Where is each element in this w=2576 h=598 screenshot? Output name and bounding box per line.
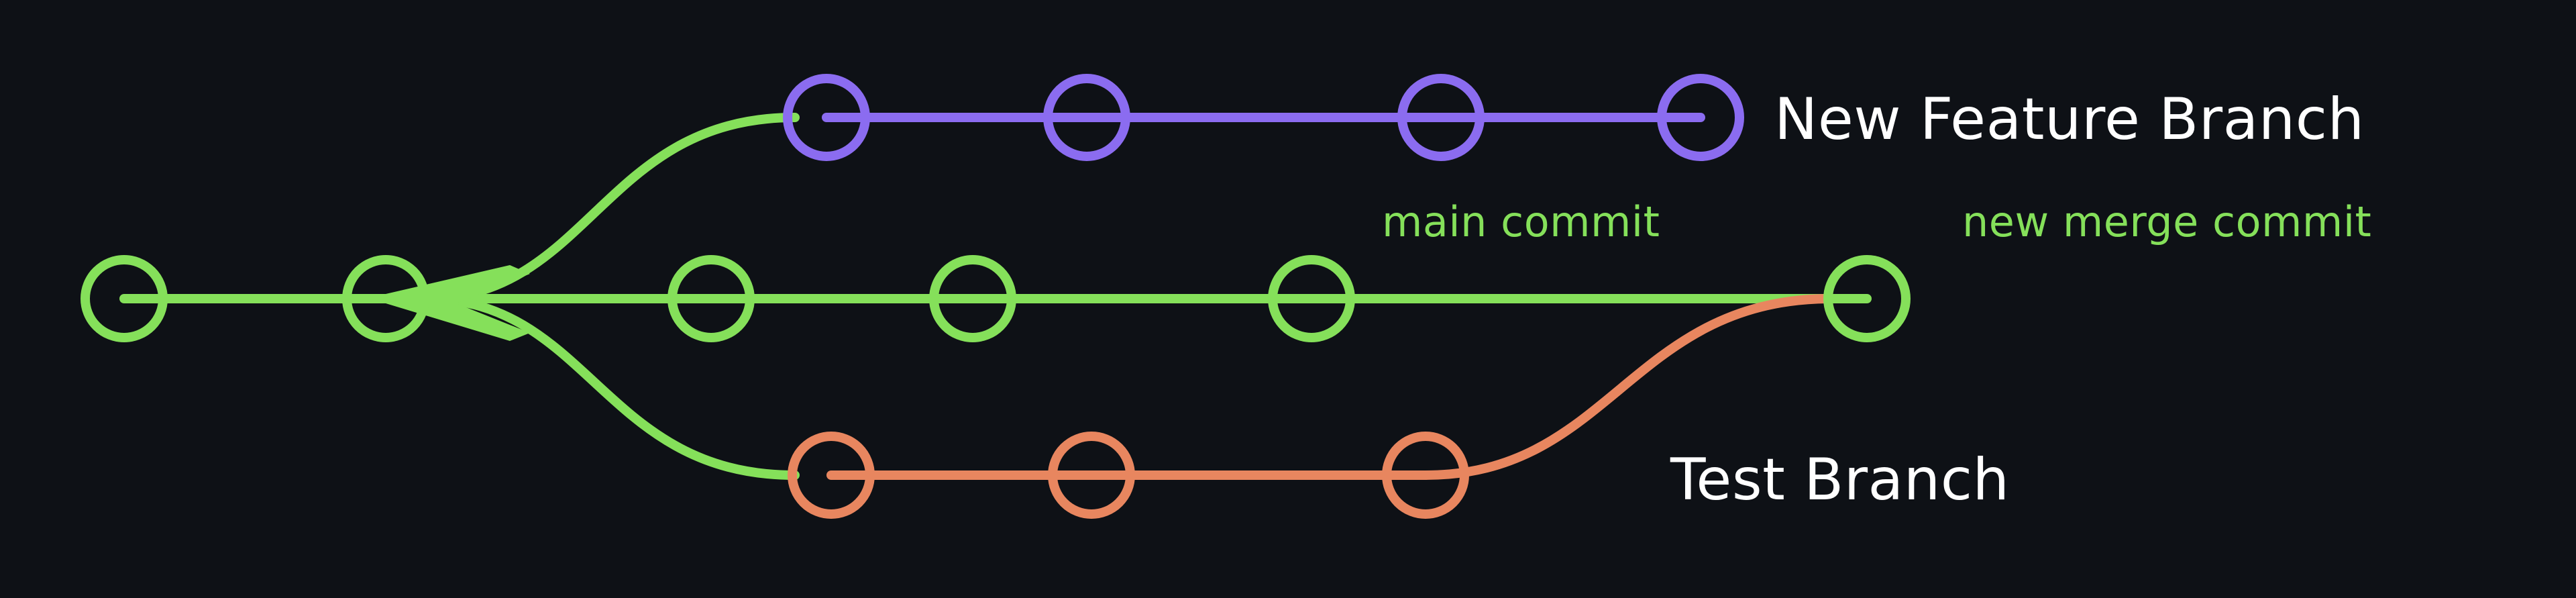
fork-converge-wedge: [386, 265, 530, 341]
label-new-merge-commit: new merge commit: [1962, 197, 2372, 246]
edge-merge-test-into-main: [1421, 294, 1833, 480]
commit-node-main-1[interactable]: [80, 255, 168, 342]
label-main-commit: main commit: [1382, 197, 1660, 246]
commit-node-test-3[interactable]: [1382, 432, 1469, 519]
commit-node-feature-1[interactable]: [783, 74, 870, 161]
label-new-feature-branch: New Feature Branch: [1774, 86, 2365, 153]
commit-node-feature-3[interactable]: [1397, 74, 1485, 161]
label-test-branch: Test Branch: [1670, 446, 2010, 513]
edge-fork-to-test-branch: [425, 294, 800, 480]
commit-node-main-merge[interactable]: [1823, 255, 1911, 342]
commit-node-main-5[interactable]: [1268, 255, 1355, 342]
commit-node-main-2[interactable]: [342, 255, 429, 342]
commit-node-test-2[interactable]: [1048, 432, 1135, 519]
commit-node-feature-4[interactable]: [1657, 74, 1744, 161]
commit-node-feature-2[interactable]: [1043, 74, 1130, 161]
commit-node-main-3[interactable]: [667, 255, 755, 342]
commit-node-main-4[interactable]: [929, 255, 1016, 342]
commit-node-test-1[interactable]: [788, 432, 875, 519]
